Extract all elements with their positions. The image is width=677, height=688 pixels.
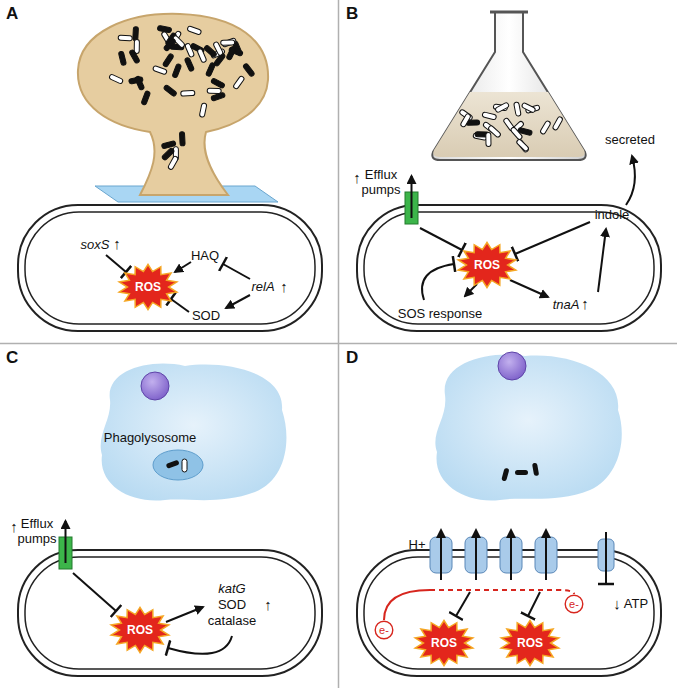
level-arrow: ↑ <box>113 235 121 252</box>
ros-label: ROS <box>135 280 161 294</box>
ros-label: ROS <box>474 258 500 272</box>
gene-name: relA <box>251 280 274 295</box>
text-label: Efflux pumps <box>358 168 404 198</box>
text-label: indole <box>595 208 630 223</box>
ros-star: ROS <box>413 619 475 667</box>
level-arrow: ↑ <box>10 518 18 535</box>
electron-label: e- <box>569 599 579 610</box>
text-label: H+ <box>409 538 426 553</box>
gene-name: katG <box>218 582 245 597</box>
panel-letter: B <box>346 4 358 24</box>
text-label: secreted <box>605 133 655 148</box>
ros-star: ROS <box>109 606 171 654</box>
electron-path <box>430 590 574 594</box>
electron-circle: e- <box>374 620 394 640</box>
level-arrow: ↑ <box>581 295 589 312</box>
text-label: SOD <box>192 309 220 324</box>
text-label: SOD <box>218 598 246 613</box>
level-arrow: ↑ <box>280 278 288 295</box>
gene-name: soxS <box>81 238 110 253</box>
text-label: SOS response <box>398 307 483 322</box>
ros-label: ROS <box>127 623 153 637</box>
text-label: HAQ <box>191 249 219 264</box>
level-arrow: ↑ <box>353 169 361 186</box>
text-label: Phagolysosome <box>104 431 197 446</box>
text-label: ATP <box>624 597 648 612</box>
panel-letter: A <box>6 4 18 24</box>
ros-label: ROS <box>431 636 457 650</box>
gene-name: tnaA <box>553 298 580 313</box>
text-label: catalase <box>208 614 256 629</box>
ros-star: ROS <box>499 619 561 667</box>
ros-star: ROS <box>117 263 179 311</box>
bacteria <box>109 25 255 170</box>
text-label: Efflux pumps <box>14 517 60 547</box>
level-arrow: ↓ <box>613 595 621 612</box>
ros-label: ROS <box>517 636 543 650</box>
ros-star: ROS <box>456 241 518 289</box>
panel-letter: D <box>346 348 358 368</box>
electron-label: e- <box>379 625 389 636</box>
electron-circle: e- <box>564 594 584 614</box>
panel-letter: C <box>6 348 18 368</box>
level-arrow: ↑ <box>264 596 272 613</box>
electron-path <box>384 590 430 620</box>
bacteria <box>459 102 563 153</box>
